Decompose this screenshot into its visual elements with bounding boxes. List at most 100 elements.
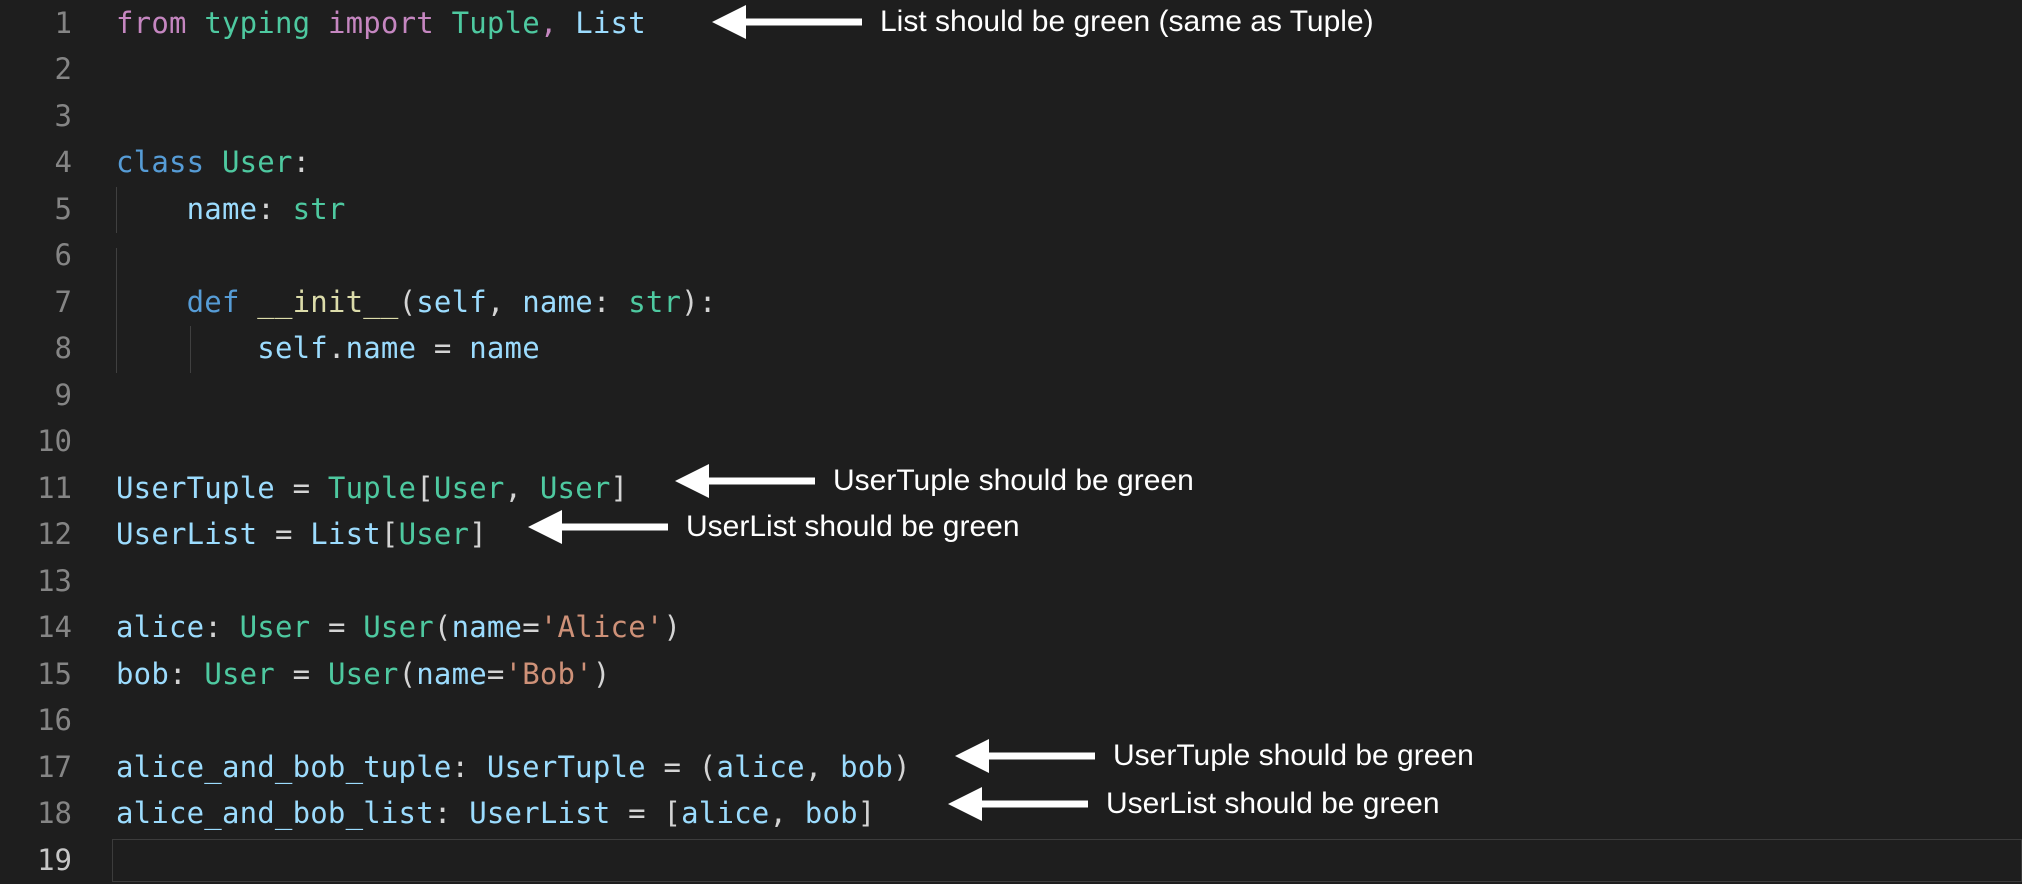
token-comma: , [539,5,576,40]
token-paren-open: ( [398,284,417,319]
token-string-bob: 'Bob' [504,656,593,691]
token-param-name: name [469,331,540,366]
token-keyword-class: class [116,145,205,180]
line-content[interactable]: self.name = name [72,326,2022,373]
token-equals: = [522,610,540,645]
line-content[interactable]: UserTuple = Tuple[User, User] [72,470,2022,505]
token-variable-alice-and-bob-tuple: alice_and_bob_tuple [116,749,452,784]
code-line[interactable]: 2 [0,47,2022,94]
code-line[interactable]: 4 class User: [0,140,2022,187]
line-number: 11 [37,470,72,505]
line-number: 5 [54,191,72,226]
token-type-tuple: Tuple [327,470,417,505]
token-kwarg-name: name [416,656,487,691]
token-space [240,285,258,319]
code-line[interactable]: 1 from typing import Tuple, List [0,0,2022,47]
code-line[interactable]: 7 def __init__(self, name: str): [0,279,2022,327]
token-constructor-user: User [363,610,434,645]
token-equals: = [486,656,505,691]
code-line[interactable]: 9 [0,372,2022,419]
token-bracket-close: ] [469,517,487,552]
line-content[interactable]: class User: [72,148,2022,177]
token-indent [116,331,257,365]
indent-guide [116,186,117,234]
line-number: 19 [37,842,72,877]
token-variable-alice: alice [681,796,770,831]
line-content[interactable]: name: str [72,186,2022,234]
line-content[interactable]: alice: User = User(name='Alice') [72,613,2022,642]
token-string-alice: 'Alice' [539,610,664,645]
code-line[interactable]: 13 [0,558,2022,605]
token-paren-open: ( [698,749,717,784]
token-param-self: self [416,284,487,319]
line-content[interactable]: UserList = List[User] [72,520,2022,549]
line-content[interactable]: from typing import Tuple, List [72,5,2022,40]
token-type-list: List [575,5,646,40]
code-line[interactable]: 11 UserTuple = Tuple[User, User] [0,465,2022,512]
token-type-user: User [239,610,311,645]
token-colon: : [168,656,205,691]
token-comma: , [504,470,540,505]
line-number: 1 [54,5,72,40]
active-line-highlight [112,839,2022,882]
code-line[interactable]: 17 alice_and_bob_tuple: UserTuple = (ali… [0,744,2022,791]
token-paren-close: ) [893,749,911,784]
token-type-list: List [310,517,381,552]
token-keyword-import: import [327,5,434,40]
code-line[interactable]: 16 [0,698,2022,745]
token-variable-bob: bob [840,749,894,784]
line-number: 6 [54,238,72,273]
code-line[interactable]: 12 UserList = List[User] [0,512,2022,559]
token-module-typing: typing [204,5,311,40]
line-number: 7 [54,284,72,319]
token-paren-open: ( [433,610,452,645]
line-number: 14 [37,610,72,645]
token-indent [116,192,187,226]
code-line[interactable]: 18 alice_and_bob_list: UserList = [alice… [0,791,2022,838]
line-number: 15 [37,656,72,691]
token-paren-close: ) [592,656,611,691]
token-bracket-close: ] [610,470,629,505]
token-indent [116,285,187,319]
token-alias-usertuple: UserTuple [486,749,646,784]
code-line[interactable]: 5 name: str [0,186,2022,234]
token-kwarg-name: name [451,610,523,645]
token-type-user: User [433,470,505,505]
line-number: 10 [37,424,72,459]
code-line[interactable]: 3 [0,93,2022,140]
token-attribute-name: name [345,331,417,366]
indent-guide [116,247,117,295]
code-line[interactable]: 15 bob: User = User(name='Bob') [0,651,2022,698]
token-assign: = [274,656,328,691]
token-keyword-def: def [186,284,240,319]
code-line[interactable]: 8 self.name = name [0,326,2022,373]
code-line[interactable]: 6 [0,233,2022,295]
token-alias-usertuple: UserTuple [116,470,275,505]
token-assign: = [274,470,328,505]
indent-guide [116,279,117,327]
code-line[interactable]: 14 alice: User = User(name='Alice') [0,605,2022,652]
line-content[interactable]: alice_and_bob_tuple: UserTuple = (alice,… [72,749,2022,784]
line-number: 4 [54,145,72,180]
token-bracket-close: ] [857,796,876,831]
token-paren-open: ( [398,656,417,691]
line-content[interactable]: bob: User = User(name='Bob') [72,656,2022,691]
token-colon: : [433,796,470,831]
token-variable-alice: alice [116,610,205,645]
token-type-str: str [292,191,346,226]
line-content[interactable]: alice_and_bob_list: UserList = [alice, b… [72,799,2022,828]
line-content[interactable]: def __init__(self, name: str): [72,279,2022,327]
token-variable-bob: bob [116,656,169,691]
token-variable-alice: alice [716,749,805,784]
code-line-active[interactable]: 19 [0,837,2022,884]
line-number: 2 [54,52,72,87]
line-number: 3 [54,98,72,133]
token-class-name-user: User [221,145,293,180]
token-paren-close: ): [681,284,717,319]
token-type-user: User [204,656,275,691]
line-number: 9 [54,377,72,412]
token-space [310,6,328,40]
code-line[interactable]: 10 [0,419,2022,466]
